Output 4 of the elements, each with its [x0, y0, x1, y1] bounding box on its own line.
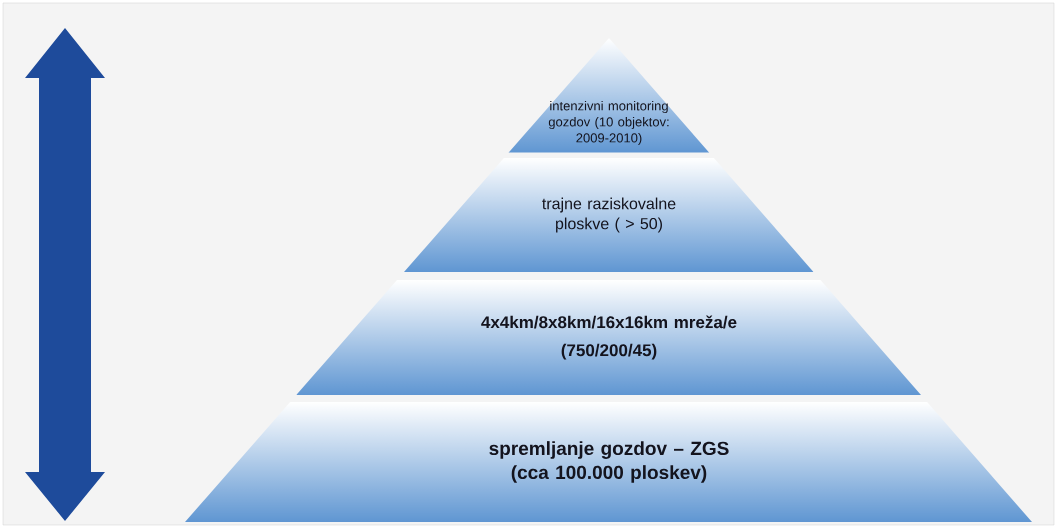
pyramid-level: 4x4km/8x8km/16x16km mreža/e (750/200/45) [481, 315, 737, 360]
pyramid-level: intenzivni monitoring gozdov (10 objektov: 2009-2010) [548, 100, 669, 146]
pyramid-level: trajne raziskovalne ploskve ( > 50) [542, 197, 676, 233]
pyramid-level: spremljanje gozdov – ZGS (cca 100.000 ploskev) [489, 441, 729, 483]
